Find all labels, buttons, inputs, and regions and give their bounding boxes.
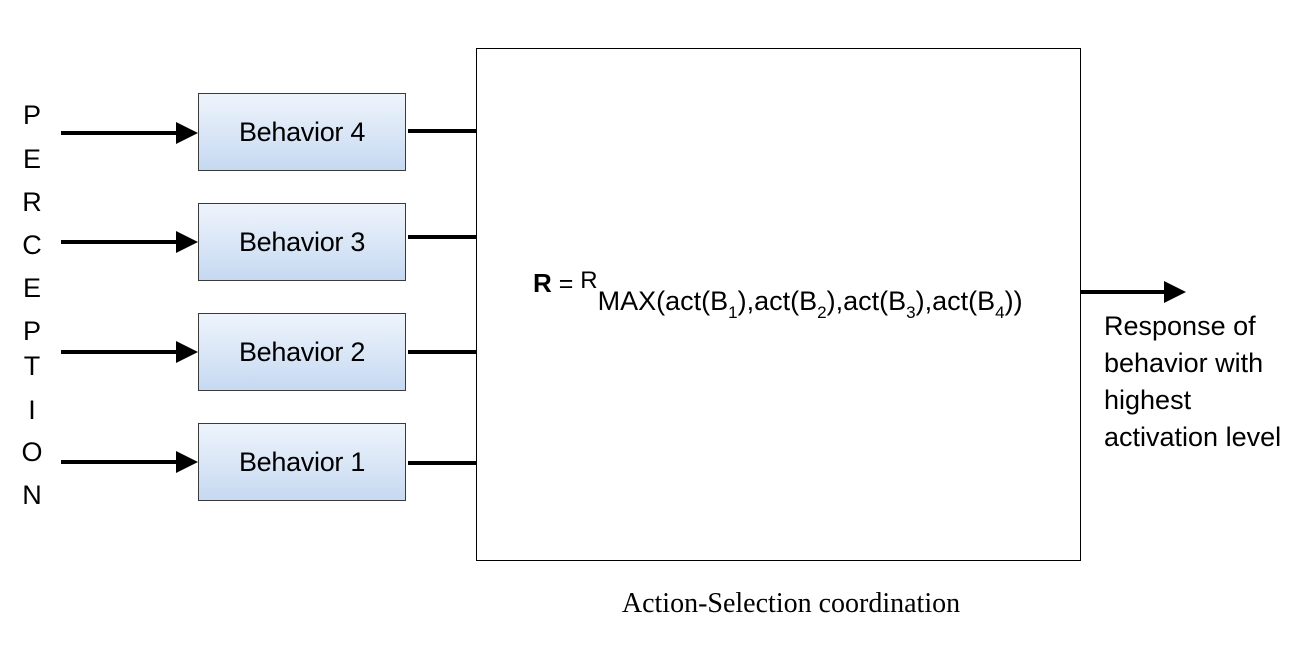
perception-letter: T [23, 351, 41, 381]
selection-formula: R = RMAX(act(B1),act(B2),act(B3),act(B4)… [533, 266, 1023, 322]
formula-index: 4 [995, 303, 1005, 322]
response-line: highest [1104, 385, 1192, 415]
diagram-caption: Action-Selection coordination [621, 588, 961, 619]
formula-index: 1 [728, 303, 738, 322]
behavior-label: Behavior 1 [238, 446, 366, 477]
formula-index: 2 [817, 303, 827, 322]
response-line: behavior with [1104, 348, 1264, 378]
response-line: activation level [1104, 422, 1282, 452]
behavior-box-4: Behavior 4 [198, 93, 406, 171]
input-arrow-behavior-4 [61, 122, 198, 144]
perception-letter: N [22, 480, 42, 510]
formula-part: )) [1004, 286, 1023, 316]
formula-equals: = [551, 270, 581, 298]
formula-part: ),act(B [737, 286, 818, 316]
formula-base: R [580, 267, 598, 294]
perception-letter: C [22, 230, 42, 260]
formula-part: ),act(B [915, 286, 996, 316]
perception-letter: P [22, 316, 41, 346]
perception-letter: R [22, 187, 42, 217]
input-arrow-behavior-3 [61, 231, 198, 253]
behavior-box-2: Behavior 2 [198, 313, 406, 391]
perception-letter: O [21, 437, 43, 467]
perception-letter: P [22, 100, 41, 130]
behavior-label: Behavior 2 [238, 336, 366, 367]
perception-letter: I [28, 395, 36, 425]
response-line: Response of [1104, 311, 1256, 341]
formula-part: ),act(B [826, 286, 907, 316]
response-description: Response of behavior with highest activa… [1104, 308, 1304, 456]
behavior-box-1: Behavior 1 [198, 423, 406, 501]
perception-letter: E [22, 273, 41, 303]
formula-index: 3 [906, 303, 916, 322]
formula-part: MAX(act(B [597, 286, 729, 316]
perception-letter: E [22, 144, 41, 174]
action-selection-box [476, 48, 1081, 561]
behavior-box-3: Behavior 3 [198, 203, 406, 281]
input-arrow-behavior-2 [61, 341, 198, 363]
input-arrow-behavior-1 [61, 451, 198, 473]
formula-subscript: MAX(act(B1),act(B2),act(B3),act(B4)) [597, 286, 1023, 322]
behavior-label: Behavior 4 [238, 116, 366, 147]
output-arrow [1081, 281, 1186, 303]
behavior-label: Behavior 3 [238, 226, 366, 257]
formula-lhs: R [533, 268, 552, 298]
